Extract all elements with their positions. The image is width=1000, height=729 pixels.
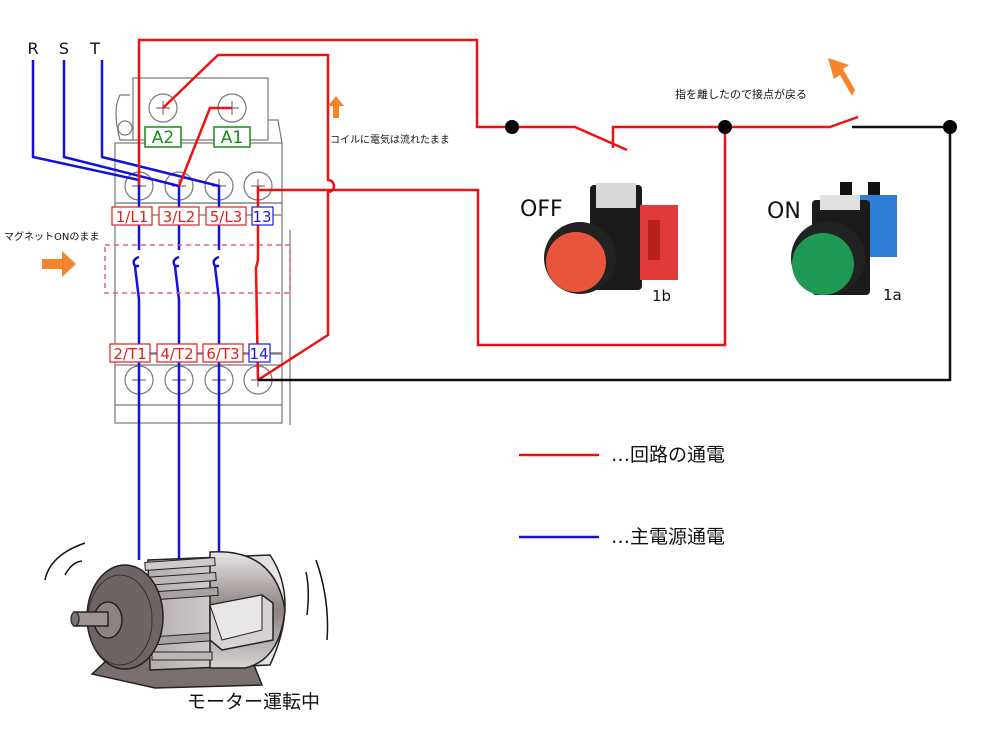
legend-item-main: …主電源通電 [611, 526, 725, 548]
vibration-mark [305, 571, 310, 616]
contact-l1 [132, 255, 141, 560]
phase-t-label: T [89, 39, 100, 58]
contact-l2 [172, 255, 181, 560]
phase-r-label: R [27, 39, 38, 58]
right-arrow-icon [42, 251, 76, 277]
coil-annotation: コイルに電気は流れたまま [330, 133, 450, 146]
terminal-labels: A2 A1 1/L1 3/L2 5/L3 13 2/T1 4/T2 6/T3 1… [109, 126, 274, 363]
wire-14-to-on [258, 125, 952, 382]
wire-off-to-on [611, 115, 859, 148]
label-3-l2: 3/L2 [163, 208, 196, 226]
on-button-cap [792, 233, 854, 295]
vibration-mark [44, 542, 86, 581]
junction-dot [943, 120, 957, 134]
vibration-mark [315, 559, 329, 641]
screw-top-row [124, 171, 273, 201]
label-6-t3: 6/T3 [206, 345, 239, 363]
wire-l2-to-a1 [177, 106, 232, 187]
release-annotation: 指を離したので接点が戻る [675, 87, 807, 101]
off-push-button [544, 183, 678, 294]
legend: …回路の通電 …主電源通電 [519, 444, 725, 548]
mounting-hole [117, 120, 133, 136]
motor-status-label: モーター運転中 [187, 691, 320, 713]
magnet-area-box [104, 244, 291, 294]
wire-a2-to-14 [162, 53, 336, 382]
off-label: OFF [520, 197, 563, 222]
label-4-t2: 4/T2 [160, 345, 193, 363]
junction-dot [505, 120, 519, 134]
label-14: 14 [249, 345, 268, 363]
wire-l1-to-off [137, 38, 628, 185]
contact-l3 [212, 255, 221, 560]
contactor-side-tab [115, 94, 133, 141]
release-arrow-icon [828, 58, 855, 96]
on-contact-label: 1a [883, 286, 902, 304]
phase-s-label: S [59, 39, 69, 58]
label-a1: A1 [221, 128, 243, 148]
label-13: 13 [252, 208, 271, 226]
label-2-t1: 2/T1 [113, 345, 146, 363]
contactor-lower-block [114, 352, 283, 424]
vibration-mark [64, 560, 83, 576]
off-contact-label: 1b [652, 287, 671, 305]
on-label: ON [767, 199, 801, 224]
motor-illustration [44, 542, 329, 689]
contactor-right-tab [268, 119, 283, 144]
junction-dot [718, 120, 732, 134]
label-1-l1: 1/L1 [116, 208, 149, 226]
label-5-l3: 5/L3 [210, 208, 243, 226]
off-button-cap [546, 232, 606, 292]
screw-bottom-row [124, 365, 273, 395]
magnet-annotation: マグネットONのまま [4, 230, 99, 243]
up-arrow-icon [328, 96, 344, 118]
wire-13-loop [256, 127, 727, 347]
contactor-top-block [132, 77, 269, 141]
on-push-button [791, 182, 897, 295]
label-a2: A2 [152, 128, 174, 148]
legend-item-control: …回路の通電 [611, 444, 725, 466]
